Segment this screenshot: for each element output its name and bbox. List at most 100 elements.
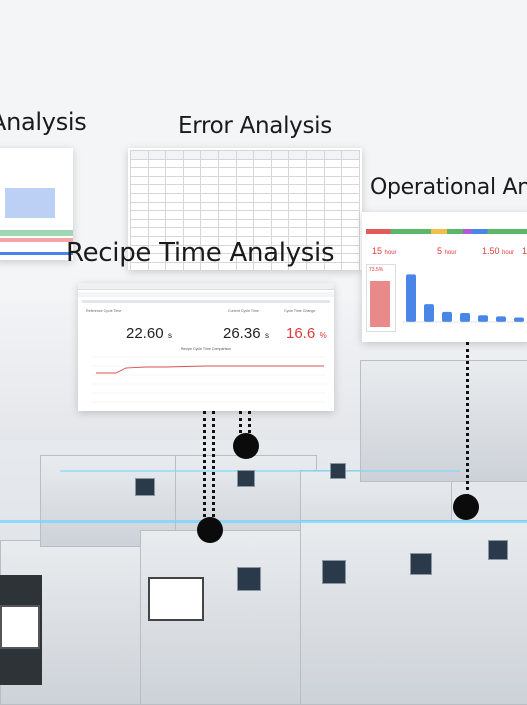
table-cell <box>306 184 325 194</box>
op-metric-1: 15 hour <box>372 246 397 256</box>
table-cell <box>165 150 184 160</box>
location-pin-1 <box>233 433 259 459</box>
table-cell <box>341 175 360 186</box>
table-cell <box>306 150 325 160</box>
table-cell <box>165 158 184 169</box>
table-cell <box>218 218 237 229</box>
op-bar <box>496 316 506 322</box>
table-cell <box>218 158 237 169</box>
connector-recipe-2 <box>212 411 215 523</box>
table-cell <box>288 192 308 203</box>
op-metric-2: 5 hour <box>437 246 457 256</box>
recipe-top-bar <box>78 283 334 290</box>
table-cell <box>341 235 360 246</box>
table-row <box>130 210 360 220</box>
table-cell <box>235 210 255 220</box>
table-cell <box>165 218 184 229</box>
table-cell <box>253 218 272 229</box>
table-cell <box>200 167 220 177</box>
machine-screen-4 <box>237 567 261 591</box>
recipe-metric-reference: Reference Cycle Time <box>86 309 121 313</box>
table-cell <box>130 150 149 160</box>
table-cell <box>341 253 360 263</box>
title-operational-analysis: Operational Ana <box>370 175 527 200</box>
table-cell <box>165 167 184 177</box>
title-error-analysis: Error Analysis <box>178 113 332 139</box>
table-cell <box>235 201 255 212</box>
table-cell <box>341 227 360 237</box>
table-cell <box>341 210 360 220</box>
left-panel-blue-bar <box>5 188 55 218</box>
op-metric-3: 1.50 hour <box>482 246 514 256</box>
op-bar <box>478 315 488 322</box>
table-cell <box>253 210 272 220</box>
table-cell <box>130 210 149 220</box>
table-cell <box>218 150 237 160</box>
op-bar <box>442 311 452 322</box>
table-cell <box>253 175 272 186</box>
table-cell <box>288 218 308 229</box>
table-row <box>130 261 360 270</box>
location-pin-3 <box>453 494 479 520</box>
recipe-metric-change-value-box: 16.6 % <box>286 325 327 343</box>
error-analysis-table-panel <box>128 148 362 270</box>
table-cell <box>270 192 290 203</box>
table-cell <box>130 184 149 194</box>
op-gauge-value: 73.5 <box>369 267 379 273</box>
op-gauge-unit: % <box>378 267 384 273</box>
table-cell <box>341 218 360 229</box>
table-cell <box>182 158 202 169</box>
table-cell <box>165 192 184 203</box>
op-metric-2-unit: hour <box>444 250 457 256</box>
recipe-metric-current-unit: s <box>265 331 269 340</box>
table-cell <box>323 210 343 220</box>
table-cell <box>323 192 343 203</box>
table-cell <box>306 218 325 229</box>
table-cell <box>182 201 202 212</box>
table-cell <box>165 184 184 194</box>
table-cell <box>147 158 167 169</box>
op-metric-2-value: 5 <box>437 246 443 256</box>
recipe-metric-current-value-box: 26.36 s <box>223 325 269 343</box>
op-metric-1-unit: hour <box>384 250 397 256</box>
table-cell <box>306 175 325 186</box>
table-cell <box>200 175 220 186</box>
recipe-metric-reference-value: 22.60 <box>126 325 164 342</box>
table-cell <box>147 184 167 194</box>
table-cell <box>323 175 343 186</box>
table-cell <box>235 218 255 229</box>
table-cell <box>253 184 272 194</box>
blue-glow-line-2 <box>60 470 460 472</box>
table-cell <box>253 192 272 203</box>
table-cell <box>341 201 360 212</box>
table-cell <box>218 175 237 186</box>
connector-recipe-3 <box>239 411 242 439</box>
table-cell <box>270 175 290 186</box>
table-cell <box>218 227 237 237</box>
table-cell <box>235 227 255 237</box>
recipe-metric-current-label: Current Cycle Time <box>228 309 259 313</box>
table-cell <box>147 167 167 177</box>
table-cell <box>218 167 237 177</box>
op-bar <box>514 317 524 322</box>
title-recipe-time-analysis: Recipe Time Analysis <box>66 238 335 268</box>
table-cell <box>200 158 220 169</box>
table-cell <box>288 184 308 194</box>
table-cell <box>253 167 272 177</box>
table-cell <box>288 158 308 169</box>
table-cell <box>147 210 167 220</box>
recipe-info-line <box>82 300 330 303</box>
table-cell <box>235 175 255 186</box>
connector-operational <box>466 342 469 497</box>
table-cell <box>218 184 237 194</box>
table-cell <box>182 167 202 177</box>
machine-screen-7 <box>488 540 508 560</box>
table-cell <box>182 210 202 220</box>
table-row <box>130 192 360 203</box>
table-cell <box>165 175 184 186</box>
table-cell <box>200 201 220 212</box>
table-cell <box>147 218 167 229</box>
table-cell <box>288 150 308 160</box>
left-panel-green-band <box>0 230 73 236</box>
table-cell <box>235 192 255 203</box>
